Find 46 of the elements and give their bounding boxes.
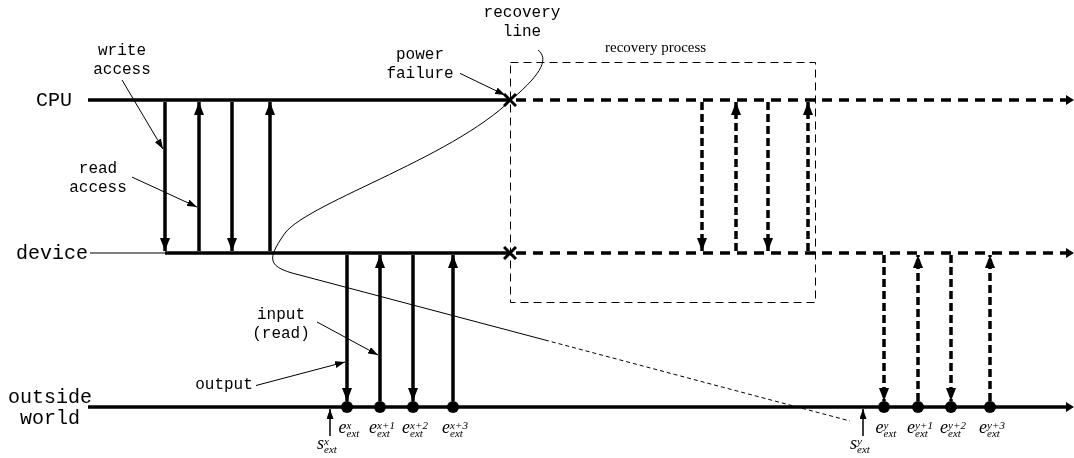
arrow bbox=[265, 102, 275, 251]
timeline-label: outside world bbox=[7, 387, 93, 429]
event-dot bbox=[407, 401, 419, 413]
leader-line bbox=[316, 321, 379, 356]
event-dot bbox=[341, 401, 353, 413]
arrow bbox=[408, 255, 418, 401]
event-dot bbox=[447, 401, 459, 413]
arrow bbox=[160, 102, 170, 251]
arrow bbox=[946, 255, 956, 401]
event-dot bbox=[912, 401, 924, 413]
annotation-label: power failure bbox=[380, 46, 460, 84]
arrow bbox=[731, 102, 741, 251]
leader-line bbox=[121, 79, 164, 150]
annotation-label: read access bbox=[64, 160, 132, 198]
timeline-bar bbox=[90, 251, 1066, 255]
leader-line bbox=[459, 72, 506, 96]
timeline-bar bbox=[88, 405, 1066, 409]
region-heading: recovery process bbox=[605, 38, 707, 56]
failure-cross-mark bbox=[503, 246, 517, 260]
leader-line bbox=[131, 176, 198, 208]
annotation-label: write access bbox=[88, 42, 156, 80]
arrow bbox=[763, 102, 773, 251]
event-dot bbox=[374, 401, 386, 413]
arrow bbox=[326, 408, 334, 437]
event-dot bbox=[878, 401, 890, 413]
timeline-label: device bbox=[15, 243, 89, 264]
event-dot bbox=[984, 401, 996, 413]
arrow bbox=[859, 408, 867, 437]
arrow bbox=[194, 102, 204, 251]
arrow bbox=[803, 102, 813, 251]
annotation-label: recovery line bbox=[482, 4, 562, 42]
arrow bbox=[227, 102, 237, 251]
failure-cross-mark bbox=[503, 93, 517, 107]
annotation-label: output bbox=[192, 376, 256, 395]
event-dot bbox=[945, 401, 957, 413]
arrow bbox=[913, 255, 923, 401]
leader-line bbox=[255, 361, 346, 386]
arrow bbox=[985, 255, 995, 401]
timeline-bar bbox=[88, 98, 1066, 102]
timeline-label: CPU bbox=[35, 90, 73, 111]
annotation-label: input (read) bbox=[245, 306, 317, 344]
arrow bbox=[697, 102, 707, 251]
arrow bbox=[342, 255, 352, 401]
arrow bbox=[375, 255, 385, 401]
arrow bbox=[448, 255, 458, 401]
arrow bbox=[879, 255, 889, 401]
